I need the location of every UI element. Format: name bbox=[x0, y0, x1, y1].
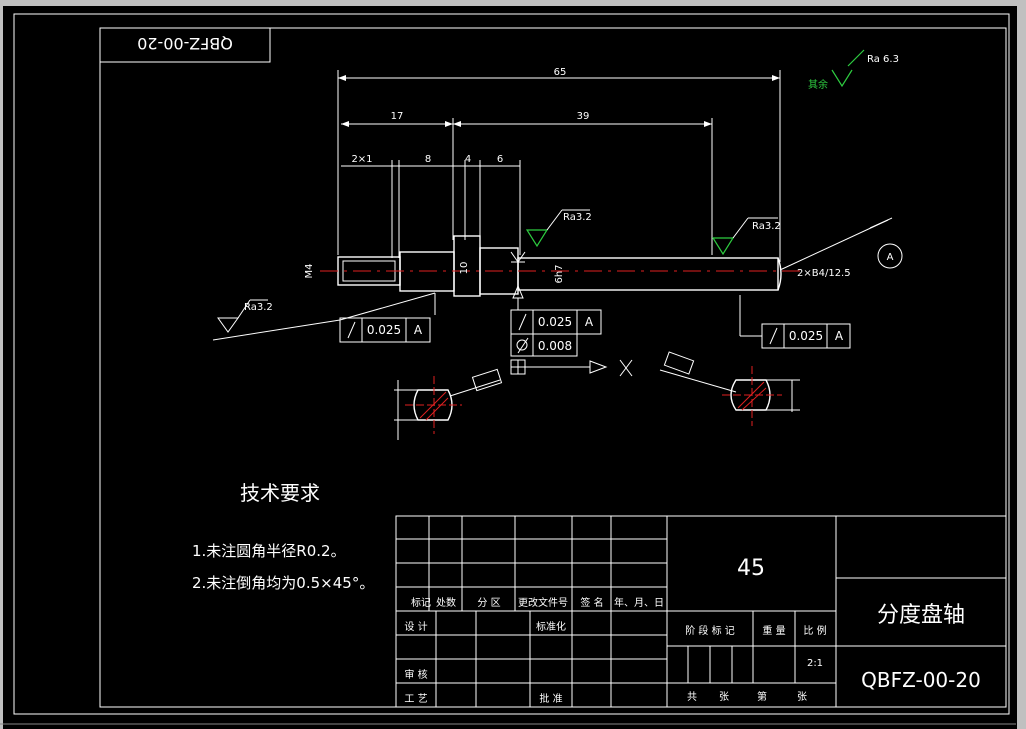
dim-39: 39 bbox=[577, 111, 590, 122]
dim-chamfer: 2×1 bbox=[351, 154, 372, 165]
tolerance-frame-left bbox=[339, 317, 431, 343]
tb-part-name: 分度盘轴 bbox=[877, 603, 965, 628]
tol-right-value: 0.025 bbox=[789, 329, 823, 343]
right-border bbox=[1017, 6, 1026, 729]
tb-stage: 阶 段 标 记 bbox=[685, 624, 735, 637]
left-border bbox=[0, 6, 3, 729]
dim-dia6: 6h7 bbox=[554, 264, 565, 283]
roughness-symbol-3 bbox=[217, 299, 268, 333]
tb-h-date: 年、月、日 bbox=[614, 596, 664, 609]
tech-req-title: 技术要求 bbox=[240, 481, 320, 505]
tech-req-line2: 2.未注倒角均为0.5×45°。 bbox=[192, 574, 374, 592]
datum-circle bbox=[877, 243, 903, 269]
roughness-2: Ra3.2 bbox=[752, 221, 781, 232]
section-view-right bbox=[659, 351, 800, 426]
tol-mid1-datum: A bbox=[585, 315, 594, 329]
tb-h-zone: 分 区 bbox=[477, 597, 500, 609]
tb-process: 工 艺 bbox=[404, 693, 427, 705]
tol-mid2-value: 0.008 bbox=[538, 339, 572, 353]
tolerance-frame-right bbox=[739, 295, 851, 349]
tb-material: 45 bbox=[737, 556, 765, 581]
dim-center-hole: 2×B4/12.5 bbox=[797, 268, 851, 279]
tb-approve: 批 准 bbox=[539, 692, 562, 705]
tb-sheet2: 张 bbox=[797, 691, 807, 703]
section-view-left bbox=[394, 368, 503, 440]
tb-h-count: 处数 bbox=[436, 596, 456, 609]
tb-h-change: 更改文件号 bbox=[518, 596, 568, 609]
tb-design: 设 计 bbox=[404, 620, 427, 633]
top-toolbar-strip bbox=[0, 0, 1026, 6]
tb-drawing-no: QBFZ-00-20 bbox=[861, 668, 981, 692]
tb-h-sign: 签 名 bbox=[580, 596, 603, 609]
roughness-symbol-2 bbox=[711, 217, 778, 256]
tb-total: 共 bbox=[687, 691, 697, 703]
tolerance-frame-mid bbox=[510, 251, 602, 357]
dim-4: 4 bbox=[465, 154, 471, 165]
dim-m4: M4 bbox=[304, 264, 315, 279]
tb-h-mark: 标记 bbox=[411, 597, 431, 609]
dim-8: 8 bbox=[425, 154, 431, 165]
tol-right-datum: A bbox=[835, 329, 844, 343]
tb-standard: 标准化 bbox=[536, 620, 566, 633]
tb-review: 审 核 bbox=[404, 668, 427, 681]
dimension-lines bbox=[337, 70, 781, 262]
view-arrow bbox=[510, 359, 633, 377]
outer-frame bbox=[13, 13, 1010, 715]
roughness-rest-label: 其余 bbox=[808, 78, 828, 91]
dim-17: 17 bbox=[391, 111, 404, 122]
roughness-1: Ra3.2 bbox=[563, 212, 592, 223]
title-block-grid bbox=[395, 515, 1007, 708]
roughness-rest-symbol bbox=[831, 49, 865, 88]
roughness-rest-value: Ra 6.3 bbox=[867, 54, 899, 65]
tol-left-value: 0.025 bbox=[367, 323, 401, 337]
roughness-3: Ra3.2 bbox=[244, 302, 273, 313]
dim-6: 6 bbox=[497, 154, 503, 165]
tb-ratio: 比 例 bbox=[803, 624, 826, 637]
tb-scale: 2:1 bbox=[807, 658, 823, 669]
tb-weight: 重 量 bbox=[762, 624, 785, 637]
datum-label: A bbox=[887, 252, 894, 263]
tol-mid1-value: 0.025 bbox=[538, 315, 572, 329]
dim-overall: 65 bbox=[554, 67, 567, 78]
dim-dia10: 10 bbox=[459, 262, 470, 275]
top-code-text: QBFZ-00-20 bbox=[137, 34, 233, 53]
tech-req-line1: 1.未注圆角半径R0.2。 bbox=[192, 542, 346, 560]
shaft-body bbox=[320, 235, 800, 297]
tb-sheets: 张 bbox=[719, 691, 729, 703]
tol-left-datum: A bbox=[414, 323, 423, 337]
roughness-symbol-1 bbox=[525, 209, 590, 248]
top-code-box bbox=[99, 27, 271, 63]
tb-page: 第 bbox=[757, 690, 767, 703]
